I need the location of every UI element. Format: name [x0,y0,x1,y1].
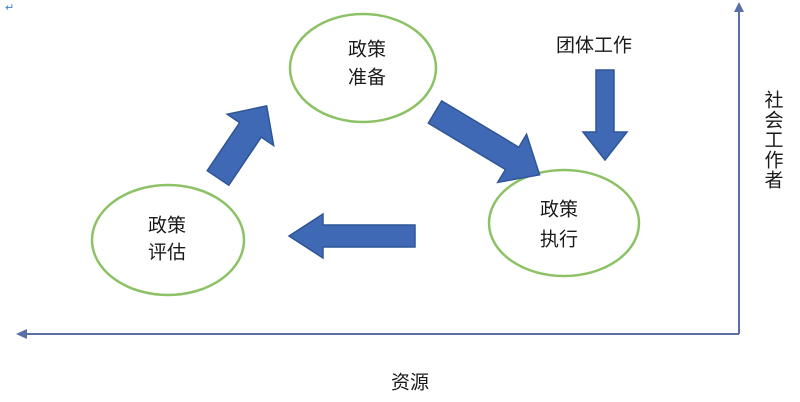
preparation-circle [288,12,438,124]
arrow-preparation-to-execution [427,99,541,184]
execution-label-line1: 政策 [540,199,578,221]
horizontal-axis-arrowhead [16,329,27,339]
evaluation-label-line2: 评估 [148,242,186,264]
arrow-evaluation-to-preparation [206,104,275,187]
evaluation-label-line1: 政策 [148,215,186,237]
social-worker-label: 社会工作者 [762,90,784,190]
arrow-execution-to-evaluation [287,212,416,260]
execution-label-line2: 执行 [540,229,578,251]
resources-label: 资源 [391,372,429,394]
axes [16,2,744,339]
evaluation-circle [90,183,246,297]
corner-return-mark: ↵ [5,1,14,14]
vertical-axis-arrowhead [734,2,744,12]
arrow-group-work-to-execution [581,69,629,162]
execution-circle [487,168,641,278]
preparation-label-line1: 政策 [348,39,386,61]
group-work-label: 团体工作 [556,35,632,57]
preparation-label-line2: 准备 [348,67,386,89]
